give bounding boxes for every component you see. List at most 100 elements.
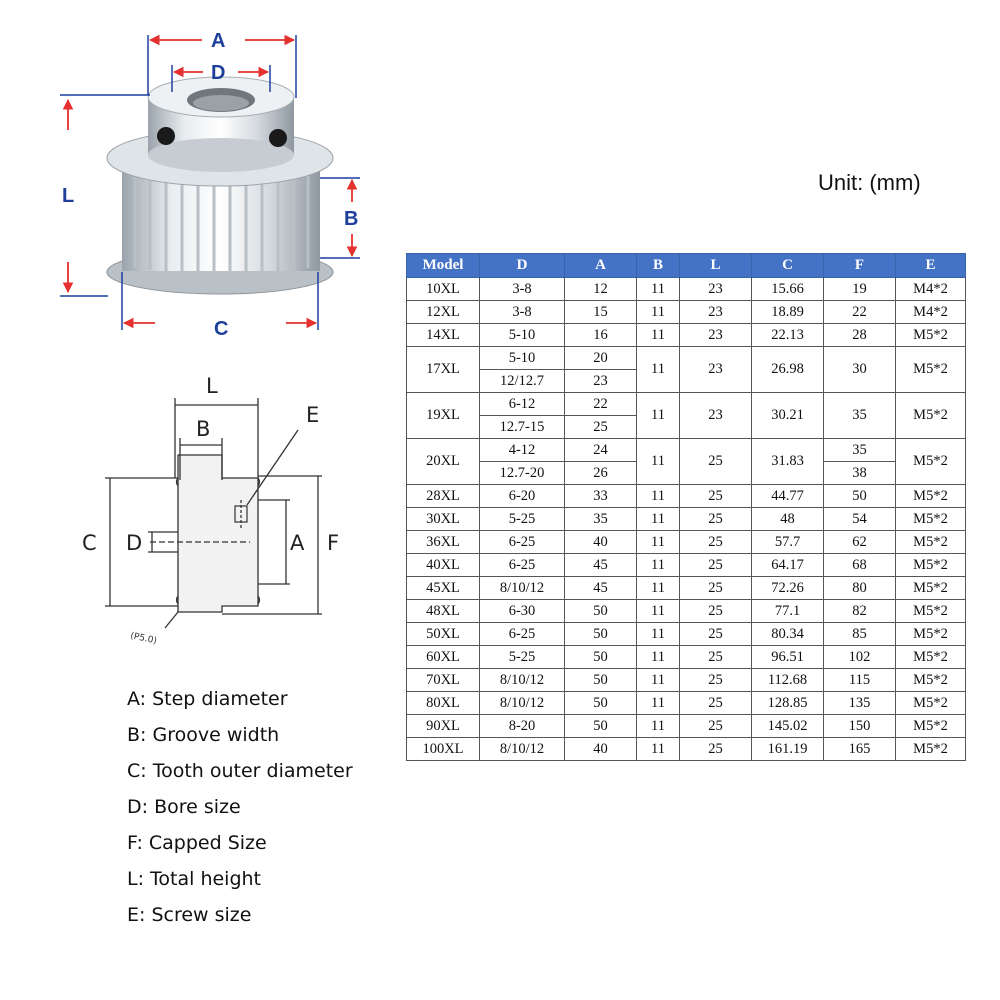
table-cell: M5*2 [895,484,966,508]
table-cell: 8/10/12 [479,737,565,761]
table-cell: 5-10 [479,346,565,370]
table-cell: 8-20 [479,714,565,738]
legend-item-e: E: Screw size [127,904,252,926]
legend-item-f: F: Capped Size [127,832,267,854]
photo-label-b: B [344,208,358,230]
table-cell: 135 [823,691,896,715]
table-cell: 6-25 [479,622,565,646]
table-cell: M5*2 [895,622,966,646]
table-cell: 23 [679,277,752,301]
table-cell: M5*2 [895,645,966,669]
table-cell: M5*2 [895,599,966,623]
drawing-label-d: D [126,531,142,555]
legend-item-a: A: Step diameter [127,688,288,710]
table-cell: 12 [564,277,637,301]
table-cell: 8/10/12 [479,576,565,600]
table-cell: 112.68 [751,668,824,692]
table-cell: 11 [636,599,680,623]
table-cell: 25 [679,484,752,508]
column-header: F [823,253,896,278]
table-cell: 22.13 [751,323,824,347]
table-cell: 35 [564,507,637,531]
table-cell: 19 [823,277,896,301]
table-cell: 25 [679,691,752,715]
table-cell: 62 [823,530,896,554]
table-cell: 40XL [406,553,480,577]
table-cell: 6-12 [479,392,565,416]
table-cell: 57.7 [751,530,824,554]
column-header: E [895,253,966,278]
table-cell: 100XL [406,737,480,761]
pulley-photo: A D L B C [60,30,360,340]
table-cell: 19XL [406,392,480,439]
table-cell: M4*2 [895,300,966,324]
table-cell: 80 [823,576,896,600]
legend-item-d: D: Bore size [127,796,241,818]
table-cell: 8/10/12 [479,668,565,692]
photo-label-c: C [214,318,228,340]
legend-item-b: B: Groove width [127,724,280,746]
table-cell: 45XL [406,576,480,600]
table-cell: 6-30 [479,599,565,623]
table-cell: 23 [679,323,752,347]
column-header: C [751,253,824,278]
table-cell: 40 [564,737,637,761]
table-cell: 96.51 [751,645,824,669]
table-cell: 17XL [406,346,480,393]
table-cell: 11 [636,323,680,347]
table-cell: 25 [679,599,752,623]
table-cell: 85 [823,622,896,646]
table-cell: 5-10 [479,323,565,347]
table-cell: 11 [636,484,680,508]
table-cell: 35 [823,438,896,462]
table-cell: M5*2 [895,438,966,485]
drawing-label-l: L [206,374,218,398]
table-cell: 25 [679,714,752,738]
table-cell: M5*2 [895,553,966,577]
table-cell: M5*2 [895,323,966,347]
table-cell: 23 [679,392,752,439]
table-cell: 23 [564,369,637,393]
table-cell: 11 [636,392,680,439]
table-cell: 72.26 [751,576,824,600]
table-cell: 54 [823,507,896,531]
table-cell: 48 [751,507,824,531]
table-cell: 25 [564,415,637,439]
photo-label-a: A [211,30,225,52]
column-header: L [679,253,752,278]
technical-drawing: L B E C D A F (P5.0) [82,374,339,646]
column-header: B [636,253,680,278]
table-cell: 50XL [406,622,480,646]
table-cell: M5*2 [895,530,966,554]
table-cell: 25 [679,507,752,531]
table-cell: 50 [564,622,637,646]
table-cell: 60XL [406,645,480,669]
table-cell: 102 [823,645,896,669]
table-cell: 14XL [406,323,480,347]
table-cell: 25 [679,530,752,554]
table-cell: 20 [564,346,637,370]
column-header: Model [406,253,480,278]
table-cell: 5-25 [479,507,565,531]
table-cell: 15.66 [751,277,824,301]
table-cell: 25 [679,622,752,646]
table-cell: 48XL [406,599,480,623]
table-cell: 11 [636,668,680,692]
table-cell: 12.7-20 [479,461,565,485]
column-header: D [479,253,565,278]
table-cell: 22 [564,392,637,416]
table-cell: 30 [823,346,896,393]
table-cell: 24 [564,438,637,462]
